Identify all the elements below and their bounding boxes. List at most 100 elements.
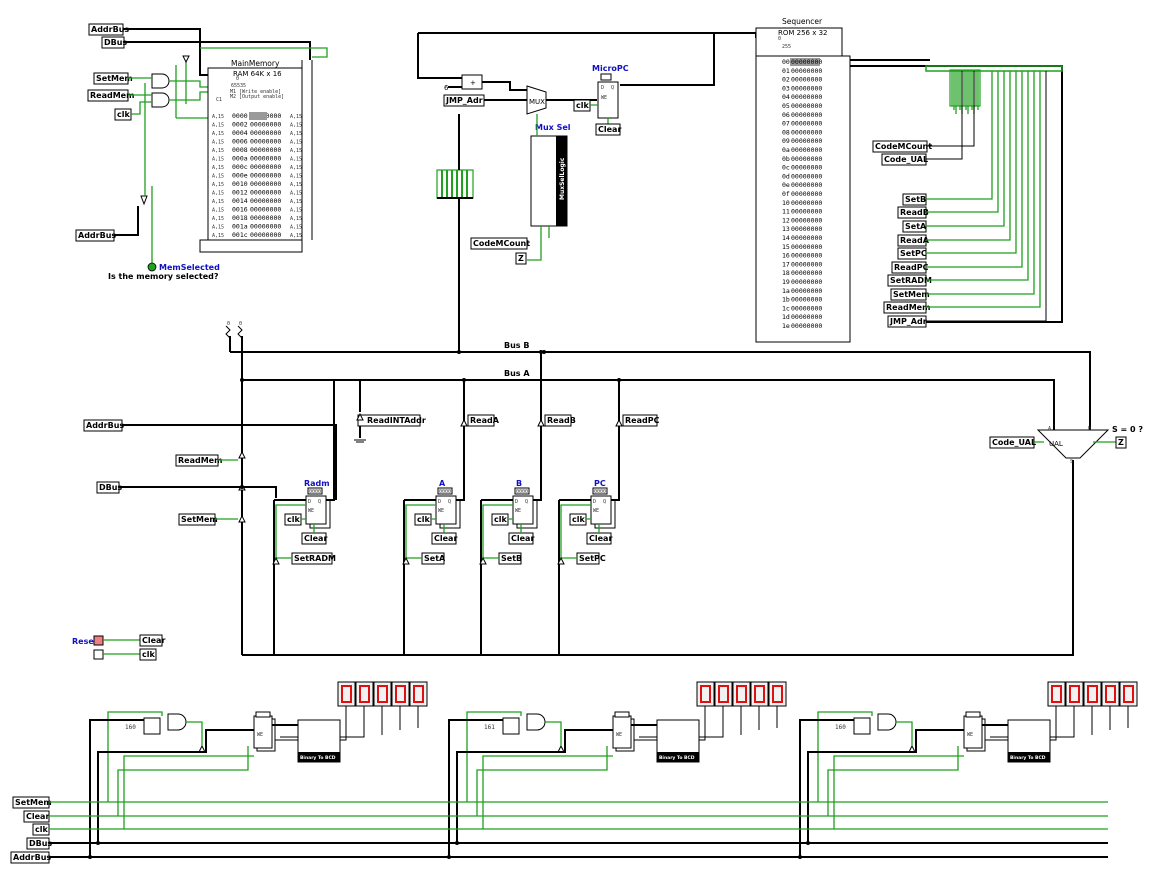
clear-pin-reset[interactable] xyxy=(139,634,163,647)
memory-row-value: 00000000 xyxy=(250,180,281,188)
sequencer-row: 0e xyxy=(782,181,790,189)
svg-text:A,15: A,15 xyxy=(290,140,302,146)
sequencer-row: 04 xyxy=(782,93,790,101)
wire-addrbus-low xyxy=(114,206,139,236)
svg-text:WE: WE xyxy=(515,508,521,514)
sequencer-row-value: 00000000 xyxy=(791,304,822,312)
svg-text:S: S xyxy=(1070,459,1073,465)
radm-register xyxy=(305,495,327,525)
a-register xyxy=(435,495,457,525)
svg-text:WE: WE xyxy=(616,732,622,738)
svg-text:DBus: DBus xyxy=(29,839,52,848)
svg-text:A,15: A,15 xyxy=(212,199,224,205)
sequencer-row-value: 00000000 xyxy=(791,190,822,198)
svg-text:SetA: SetA xyxy=(905,222,927,231)
sequencer-row: 10 xyxy=(782,199,790,207)
sequencer-row-value: 00000000 xyxy=(791,181,822,189)
memory-cursor xyxy=(249,112,267,120)
z-pin-ual[interactable] xyxy=(1115,436,1127,449)
sequencer-row: 07 xyxy=(782,120,790,128)
mainmemory-rows: 000000000000A,15A,15000200000000A,15A,15… xyxy=(212,112,302,239)
memory-row-value: 00000000 xyxy=(250,197,281,205)
pull-resistors xyxy=(225,325,243,339)
sequencer-row: 02 xyxy=(782,76,790,84)
svg-text:WE: WE xyxy=(593,508,599,514)
memory-row-value: 00000000 xyxy=(250,138,281,146)
svg-text:Clear: Clear xyxy=(598,125,621,134)
reset-button[interactable] xyxy=(93,635,104,646)
sequencer-row-value: 00000000 xyxy=(791,137,822,145)
clear-pin-micropc[interactable] xyxy=(595,123,621,136)
sequencer-row-value: 00000000 xyxy=(791,269,822,277)
sequencer-row: 0f xyxy=(782,190,790,198)
sequencer-row-value: 00000000 xyxy=(791,146,822,154)
svg-text:Binary To BCD: Binary To BCD xyxy=(1010,755,1046,761)
sequencer-row: 03 xyxy=(782,84,790,92)
svg-text:A,15: A,15 xyxy=(212,165,224,171)
wires-select xyxy=(144,60,208,186)
sequencer-row: 13 xyxy=(782,225,790,233)
sequencer-row: 1c xyxy=(782,304,790,312)
memory-row: 0008 xyxy=(232,146,248,154)
clk-pin-source[interactable] xyxy=(139,648,157,661)
and-gate-display xyxy=(877,713,897,731)
sequencer-row: 1a xyxy=(782,287,790,295)
memory-row: 0014 xyxy=(232,197,248,205)
svg-text:A,15: A,15 xyxy=(212,114,224,120)
sequencer-row-value: 00000000 xyxy=(791,216,822,224)
svg-text:SetA: SetA xyxy=(424,554,446,563)
svg-text:ReadA: ReadA xyxy=(900,236,930,245)
wires-and-out xyxy=(169,80,208,101)
pc-read-pin[interactable] xyxy=(622,414,658,427)
ual-area: UAL A B S Code_UAL S = 0 ? Z xyxy=(989,425,1143,465)
wire-memsel xyxy=(144,186,153,266)
svg-text:ReadMem: ReadMem xyxy=(886,303,930,312)
codemcount-pin-mux[interactable] xyxy=(470,237,528,250)
z-pin-mux[interactable] xyxy=(515,252,527,265)
wire-addrbus-mem xyxy=(123,28,208,76)
svg-text:M1 [Write enable]: M1 [Write enable] xyxy=(230,89,281,95)
svg-text:Code_UAL: Code_UAL xyxy=(992,438,1036,447)
bus-a-line xyxy=(242,379,1055,430)
svg-text:A,15: A,15 xyxy=(290,182,302,188)
svg-text:65535: 65535 xyxy=(231,83,246,89)
constant-value: 160 xyxy=(125,724,136,731)
mainmemory-area: AddrBus DBus SetMem ReadMem clk MainMemo… xyxy=(75,23,328,281)
memory-row: 0010 xyxy=(232,180,248,188)
svg-text:ReadINTAddr: ReadINTAddr xyxy=(367,416,426,425)
svg-text:B: B xyxy=(1088,426,1091,432)
svg-text:SetPC: SetPC xyxy=(579,554,606,563)
memory-row-value: 00000000 xyxy=(250,121,281,129)
svg-text:AddrBus: AddrBus xyxy=(13,853,51,862)
svg-text:Clear: Clear xyxy=(26,812,49,821)
sequencer-row: 0b xyxy=(782,155,790,163)
svg-text:Code_UAL: Code_UAL xyxy=(884,155,928,164)
svg-text:ReadA: ReadA xyxy=(470,416,500,425)
svg-text:A,15: A,15 xyxy=(290,174,302,180)
memory-row: 0012 xyxy=(232,189,248,197)
svg-text:Clear: Clear xyxy=(142,636,165,645)
b-read-pin[interactable] xyxy=(544,414,572,427)
svg-text:A,15: A,15 xyxy=(212,216,224,222)
svg-text:clk: clk xyxy=(572,515,585,524)
wire-adder-mux xyxy=(448,81,527,91)
svg-text:A,15: A,15 xyxy=(290,157,302,163)
micropc-value xyxy=(600,73,612,81)
svg-text:DBus: DBus xyxy=(99,483,122,492)
wires-and-in xyxy=(128,77,152,115)
a-register-value xyxy=(437,487,453,495)
memory-row: 001c xyxy=(232,231,248,239)
clock-source[interactable] xyxy=(93,649,104,660)
svg-text:A,15: A,15 xyxy=(212,157,224,163)
svg-text:0000: 0000 xyxy=(516,489,528,495)
muxsel-body: MuxSelLogic xyxy=(559,157,566,200)
radm-register-value xyxy=(307,487,323,495)
sequencer-row: 00 xyxy=(782,58,790,66)
memory-row: 000c xyxy=(232,163,248,171)
sequencer-row-value: 00000000 xyxy=(791,260,822,268)
svg-text:A,15: A,15 xyxy=(212,131,224,137)
and-gate-display xyxy=(526,713,546,731)
svg-text:D: D xyxy=(601,85,604,91)
sequencer-title: Sequencer xyxy=(782,17,823,26)
a-read-pin[interactable] xyxy=(467,414,495,427)
